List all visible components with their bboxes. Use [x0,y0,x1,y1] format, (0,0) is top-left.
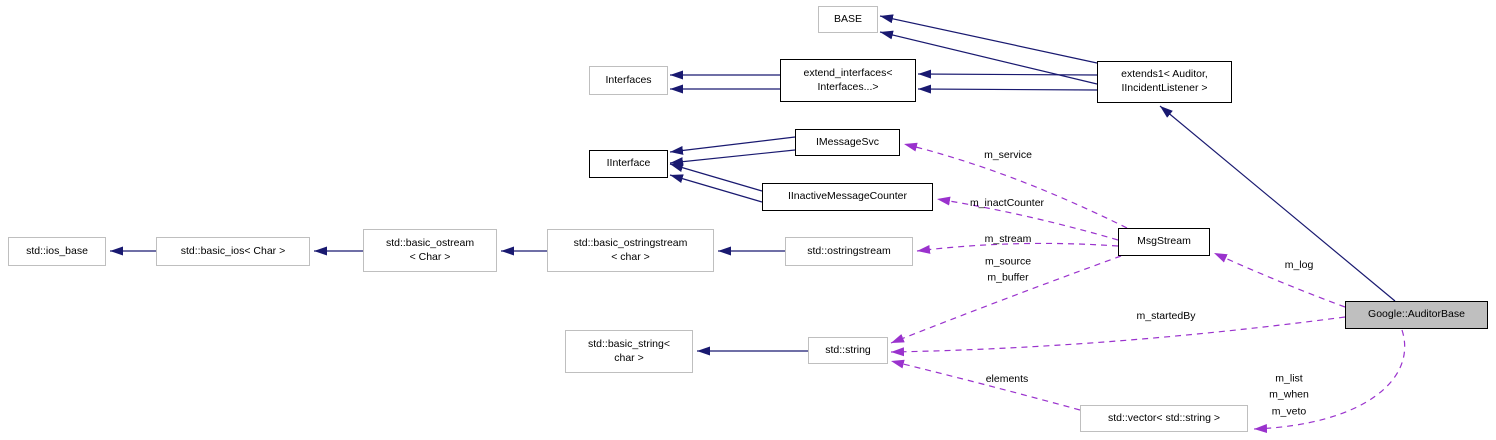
node-iinactivemessagecounter[interactable]: IInactiveMessageCounter [762,183,933,211]
edge-extends1-to-extend-interfaces-1 [917,69,1098,79]
node-google-auditorbase: Google::AuditorBase [1345,301,1488,329]
edge-label-elements: elements [985,372,1029,385]
edge-iinactive-to-iinterface-1 [669,163,763,192]
edge-msgstream-to-string [890,255,1122,344]
edge-label-m-service: m_service [984,148,1032,161]
edge-extends1-to-base-1 [879,14,1098,64]
edge-auditorbase-to-extends1 [1159,105,1396,302]
node-std-ostringstream: std::ostringstream [785,237,913,266]
node-std-string: std::string [808,337,888,364]
edge-label-m-stream: m_stream [984,232,1032,245]
edge-auditorbase-to-msgstream [1213,252,1346,308]
node-iinterface[interactable]: IInterface [589,150,668,178]
edge-extends1-to-extend-interfaces-2 [917,84,1098,94]
edge-label-m-list-m-when-m-veto: m_list m_when m_veto [1269,372,1309,418]
node-extend-interfaces[interactable]: extend_interfaces< Interfaces...> [780,59,916,102]
node-base: BASE [818,6,878,33]
node-extends1[interactable]: extends1< Auditor, IIncidentListener > [1097,61,1232,103]
node-std-basic-ostream: std::basic_ostream < Char > [363,229,497,272]
node-std-basic-ostringstream: std::basic_ostringstream < char > [547,229,714,272]
edge-msgstream-to-ostringstream [916,242,1119,254]
node-msgstream[interactable]: MsgStream [1118,228,1210,256]
edge-iinactive-to-iinterface-2 [669,174,763,203]
node-imessagesvc[interactable]: IMessageSvc [795,129,900,156]
node-std-vector-string: std::vector< std::string > [1080,405,1248,432]
edge-label-m-inactcounter: m_inactCounter [969,196,1045,209]
node-interfaces: Interfaces [589,66,668,95]
edge-imessagesvc-to-iinterface-2 [669,149,796,167]
edge-msgstream-to-imessagesvc [903,142,1128,229]
node-std-basic-string: std::basic_string< char > [565,330,693,373]
edge-auditorbase-to-string [890,316,1346,357]
edge-label-m-startedby: m_startedBy [1136,309,1196,322]
edge-label-m-source-m-buffer: m_source m_buffer [984,255,1032,284]
edge-vector-to-string [890,359,1081,411]
edge-label-m-log: m_log [1284,258,1314,271]
edge-auditorbase-to-vector [1253,329,1406,434]
node-std-ios-base: std::ios_base [8,237,106,266]
edge-imessagesvc-to-iinterface-1 [669,136,796,155]
node-std-basic-ios: std::basic_ios< Char > [156,237,310,266]
edge-msgstream-to-iinactive [936,196,1119,241]
